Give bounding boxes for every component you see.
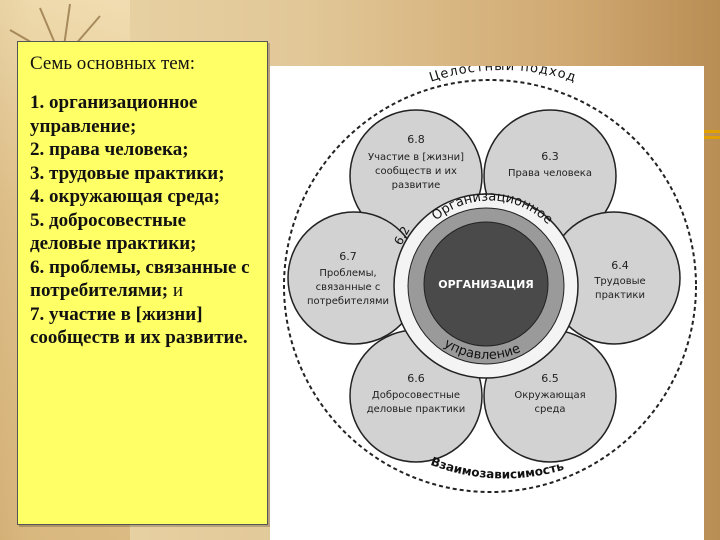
- circle-text-6-6-line-2: деловые практики: [367, 404, 466, 415]
- circle-text-6-8-line-2: сообществ и их: [375, 166, 457, 177]
- outer-dashed-ring: [283, 79, 697, 493]
- circle-text-6-7-line-2: связанные с: [316, 282, 381, 293]
- circle-number-6-7: 6.7: [339, 250, 357, 263]
- center-label: ОРГАНИЗАЦИЯ: [438, 278, 534, 291]
- diagram-panel: 6.8 Участие в [жизни] сообществ и их раз…: [270, 66, 704, 540]
- topics-list: 1. организационное управление; 2. права …: [30, 91, 257, 350]
- circle-text-6-8-line-3: развитие: [392, 180, 441, 191]
- circle-text-6-5-line-2: среда: [534, 404, 565, 415]
- circle-text-6-5-line-1: Окружающая: [514, 390, 585, 401]
- accent-lines: [700, 130, 720, 144]
- circle-number-6-4: 6.4: [611, 259, 629, 272]
- topic-item-6: 6. проблемы, связанные с потребителями; …: [30, 256, 250, 302]
- circle-text-6-8-line-1: Участие в [жизни]: [368, 152, 464, 163]
- circle-text-6-7-line-3: потребителями: [307, 296, 389, 307]
- circle-text-6-3-line-1: Права человека: [508, 168, 592, 179]
- topic-item-1: 1. организационное управление;: [30, 92, 198, 137]
- topic-item-3: 3. трудовые практики;: [30, 162, 225, 184]
- circle-text-6-7-line-1: Проблемы,: [319, 268, 376, 279]
- topic-item-2: 2. права человека;: [30, 139, 189, 160]
- topic-item-4: 4. окружающая среда;: [30, 186, 220, 207]
- core-subjects-diagram: 6.8 Участие в [жизни] сообществ и их раз…: [283, 66, 697, 493]
- topics-panel: Семь основных тем: 1. организационное уп…: [17, 41, 268, 525]
- center-core: [423, 221, 549, 347]
- topic-item-7: 7. участие в [жизни] сообществ и их разв…: [30, 303, 248, 349]
- topic-item-6-conjunction: и: [168, 280, 184, 301]
- circle-number-6-5: 6.5: [541, 372, 559, 385]
- circle-number-6-6: 6.6: [407, 372, 425, 385]
- circle-number-6-8: 6.8: [407, 133, 425, 146]
- topic-item-5: 5. добросовестные деловые практики;: [30, 209, 197, 255]
- panel-heading: Семь основных тем:: [30, 53, 196, 74]
- circle-text-6-4-line-2: практики: [595, 290, 645, 301]
- topic-circle-6-7: 6.7 Проблемы, связанные с потребителями: [287, 211, 421, 345]
- circle-text-6-6-line-1: Добросовестные: [372, 390, 460, 401]
- outer-ring-top-label: Целостный подход: [428, 66, 579, 86]
- circle-number-6-3: 6.3: [541, 150, 559, 163]
- circle-text-6-4-line-1: Трудовые: [593, 276, 645, 287]
